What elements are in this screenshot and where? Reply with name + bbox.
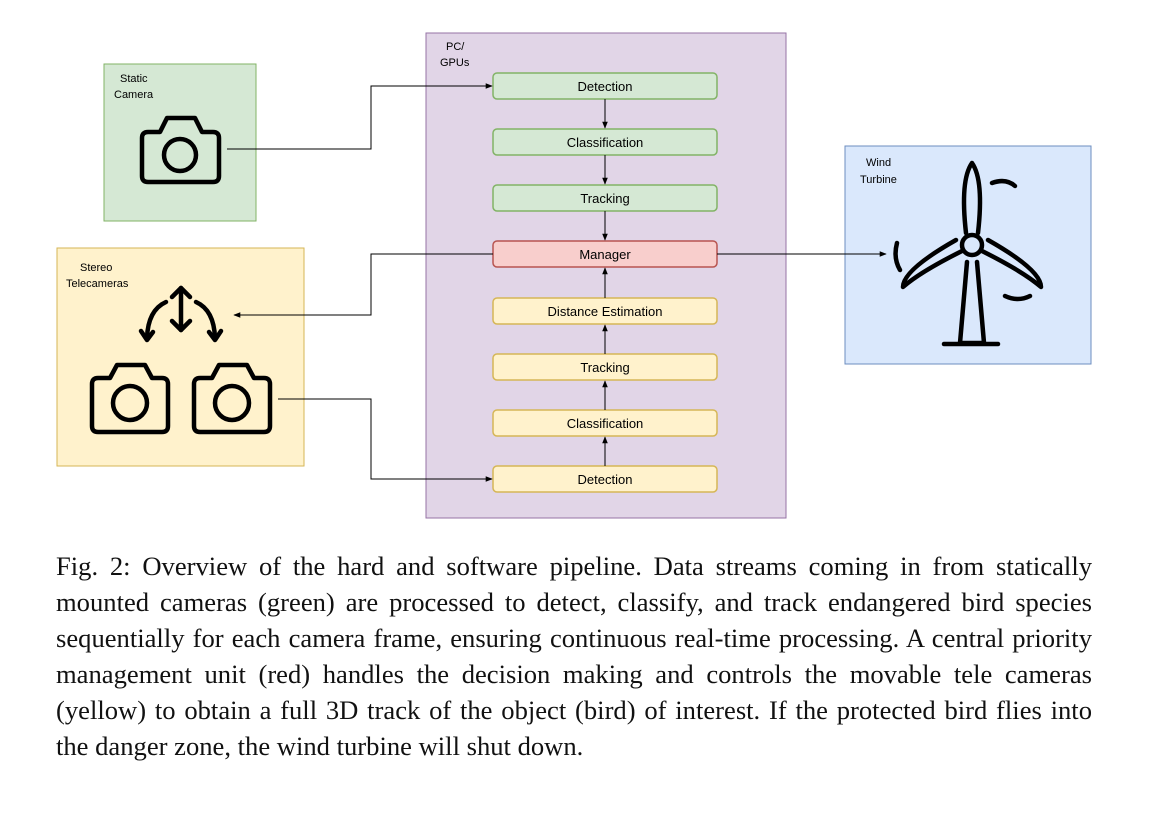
static-camera-label: Static Camera <box>114 73 154 101</box>
green-pipeline: Detection Classification Tracking <box>492 72 718 212</box>
stereo-telecameras-label: Stereo Telecameras <box>66 262 129 290</box>
wind-turbine-icon <box>893 160 1044 347</box>
static-camera-label-line2: Camera <box>114 89 154 101</box>
wind-turbine-label-line1: Wind <box>866 157 891 169</box>
green-detection-label: Detection <box>578 79 633 94</box>
stereo-telecameras-region: Stereo Telecameras <box>56 247 305 467</box>
wind-turbine-region: Wind Turbine <box>844 145 1092 365</box>
wind-turbine-label-line2: Turbine <box>860 174 897 186</box>
green-tracking-label: Tracking <box>580 191 629 206</box>
pc-gpus-label-line1: PC/ <box>446 41 465 53</box>
static-camera-label-line1: Static <box>120 73 148 85</box>
static-to-detection-arrow <box>227 83 493 150</box>
manager-label: Manager <box>579 247 631 262</box>
telecamera-right-icon <box>191 362 273 435</box>
manager: Manager <box>492 240 718 268</box>
telecamera-left-icon <box>89 362 171 435</box>
static-camera-region: Static Camera <box>103 63 257 222</box>
manager-to-telecameras-arrow <box>233 253 493 318</box>
yellow-detection-label: Detection <box>578 472 633 487</box>
stereo-label-line2: Telecameras <box>66 278 129 290</box>
figure-caption: Fig. 2: Overview of the hard and softwar… <box>56 548 1092 764</box>
static-camera-icon <box>139 115 222 185</box>
pc-gpus-label-line2: GPUs <box>440 57 470 69</box>
rotate-move-icon <box>138 285 224 343</box>
stereo-label-line1: Stereo <box>80 262 112 274</box>
wind-turbine-label: Wind Turbine <box>860 157 897 186</box>
yellow-pipeline: Distance Estimation Tracking Classificat… <box>492 297 718 493</box>
pipeline-diagram: PC/ GPUs Static Camera Stereo Telecamera… <box>56 32 1092 519</box>
caption-label: Fig. 2: <box>56 551 131 581</box>
yellow-classification-label: Classification <box>567 416 644 431</box>
distance-estimation-label: Distance Estimation <box>548 304 663 319</box>
caption-text: Overview of the hard and software pipeli… <box>56 551 1093 761</box>
pc-gpus-label: PC/ GPUs <box>440 41 470 69</box>
yellow-tracking-label: Tracking <box>580 360 629 375</box>
telecameras-to-detection-arrow <box>278 398 493 482</box>
green-classification-label: Classification <box>567 135 644 150</box>
connectors <box>227 83 887 482</box>
pc-gpus-region: PC/ GPUs <box>425 32 787 519</box>
